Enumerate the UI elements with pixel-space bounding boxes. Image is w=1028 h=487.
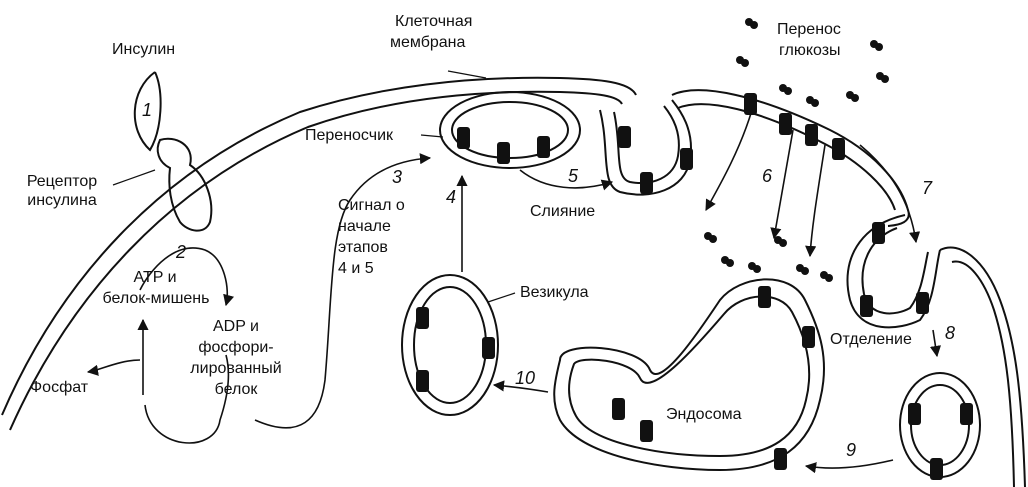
detachment-label: Отделение [830,330,912,350]
adp-label-line3: лированный [181,359,291,379]
endosome [554,279,824,470]
right-membrane-edge [940,247,1025,487]
signal-label-line1: Сигнал о [338,196,405,216]
membrane-label-line2: мембрана [390,33,465,53]
step-number: 9 [846,440,856,461]
step-number: 5 [568,166,578,187]
receptor-label-line2: инсулина [14,191,110,211]
step-number: 10 [515,368,535,389]
vesicle-label: Везикула [520,283,589,303]
glucose-transfer-label-line2: глюкозы [779,41,841,61]
atp-label-line2: белок-мишень [96,289,216,309]
insulin-receptor [135,72,212,231]
step-number: 7 [922,178,932,199]
membrane-label-line1: Клеточная [395,12,472,32]
signal-label-line4: 4 и 5 [338,259,374,279]
carrier-label: Переносчик [305,126,393,146]
phosphate-label: Фосфат [30,378,88,398]
receptor-label-line1: Рецептор [14,172,110,192]
step-number: 6 [762,166,772,187]
adp-label-line4: белок [186,380,286,400]
endosome-label: Эндосома [666,405,742,425]
step-number: 2 [176,242,186,263]
step-number: 3 [392,167,402,188]
signal-label-line2: начале [338,217,391,237]
glucose-transfer-label-line1: Перенос [777,20,841,40]
adp-label-line2: фосфори- [186,338,286,358]
step-number: 1 [142,100,152,121]
step-number: 4 [446,187,456,208]
signal-label-line3: этапов [338,238,388,258]
fusion-label: Слияние [530,202,595,222]
insulin-label: Инсулин [112,40,175,60]
atp-label-line1: ATP и [100,268,210,288]
adp-label-line1: ADP и [186,317,286,337]
step-number: 8 [945,323,955,344]
